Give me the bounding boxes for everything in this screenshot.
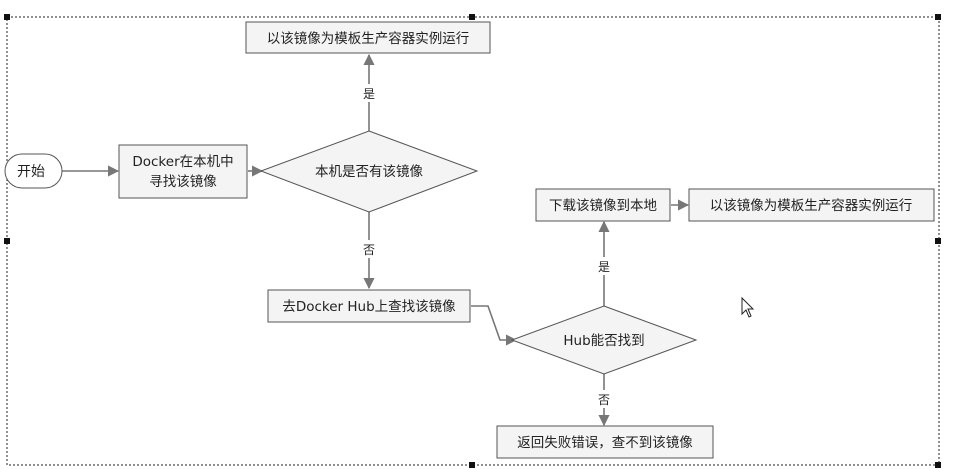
search-hub-label: 去Docker Hub上查找该镜像 bbox=[282, 299, 456, 315]
run-container-node-top[interactable] bbox=[245, 21, 491, 54]
edge-label-local-no: 否 bbox=[363, 243, 375, 257]
run-container-node-right[interactable] bbox=[688, 188, 935, 222]
resize-handle-bottom-center[interactable] bbox=[469, 462, 475, 468]
has-local-label: 本机是否有该镜像 bbox=[315, 164, 423, 180]
fail-node[interactable] bbox=[496, 425, 714, 459]
selection-frame[interactable] bbox=[6, 16, 940, 466]
download-label: 下载该镜像到本地 bbox=[549, 198, 657, 214]
mouse-cursor-icon bbox=[741, 296, 755, 318]
download-node[interactable] bbox=[535, 188, 671, 222]
start-node-label: 开始 bbox=[17, 164, 45, 180]
resize-handle-top-right[interactable] bbox=[935, 14, 941, 20]
search-hub-node[interactable] bbox=[267, 289, 471, 323]
run-container-label-right: 以该镜像为模板生产容器实例运行 bbox=[710, 197, 913, 214]
fail-label: 返回失败错误，查不到该镜像 bbox=[517, 435, 693, 451]
edge-label-hub-yes: 是 bbox=[598, 260, 610, 274]
edge-search-hub-to-decision bbox=[471, 305, 518, 346]
start-node[interactable] bbox=[4, 153, 63, 189]
search-local-label-line1: Docker在本机中 bbox=[132, 154, 233, 170]
resize-handle-middle-right[interactable] bbox=[935, 238, 941, 244]
search-local-node[interactable] bbox=[118, 144, 248, 199]
resize-handle-bottom-right[interactable] bbox=[935, 462, 941, 468]
resize-handle-top-left[interactable] bbox=[4, 14, 10, 20]
hub-found-decision[interactable] bbox=[510, 305, 698, 375]
run-container-label-top: 以该镜像为模板生产容器实例运行 bbox=[267, 30, 470, 47]
hub-found-label: Hub能否找到 bbox=[563, 333, 644, 349]
edge-label-hub-no: 否 bbox=[598, 393, 610, 407]
has-local-decision[interactable] bbox=[259, 130, 479, 213]
resize-handle-middle-left[interactable] bbox=[4, 238, 10, 244]
search-local-label-line2: 寻找该镜像 bbox=[149, 174, 217, 190]
resize-handle-top-center[interactable] bbox=[469, 14, 475, 20]
edge-label-local-yes: 是 bbox=[363, 87, 375, 101]
